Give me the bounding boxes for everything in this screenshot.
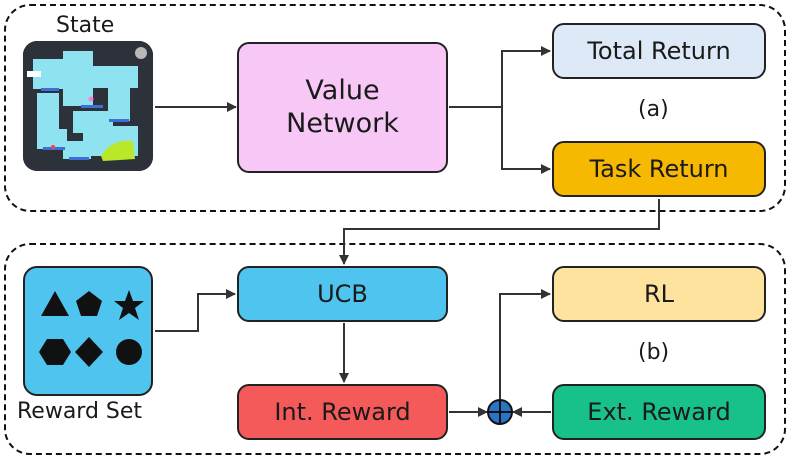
arrow-task-to-ucb [339,199,660,265]
arrow-value-to-total [449,46,551,108]
value-network-box: Value Network [237,42,448,173]
int-reward-box: Int. Reward [237,384,448,440]
triangle-icon [41,291,69,316]
rl-box: RL [552,266,766,322]
task-return-box: Task Return [552,141,766,197]
circle-icon [116,339,142,365]
arrow-sum-to-rl [499,289,551,399]
ext-reward-box: Ext. Reward [552,384,766,440]
panel-a-tag: (a) [638,97,669,122]
hexagon-icon [39,339,71,365]
diamond-icon [75,337,103,367]
pentagon-icon [76,291,102,316]
reward-set-label: Reward Set [17,399,143,424]
panel-b [4,243,786,455]
star-icon [114,290,144,320]
panel-a [4,4,786,212]
arrow-value-to-task [501,107,551,174]
ucb-box: UCB [237,266,448,322]
arrow-rewardset-to-ucb [155,289,236,332]
game-state-image [23,41,153,171]
sum-node-icon [487,399,513,425]
reward-set-box [23,266,153,396]
panel-b-tag: (b) [638,340,670,365]
state-label: State [56,13,115,38]
total-return-box: Total Return [552,23,766,79]
